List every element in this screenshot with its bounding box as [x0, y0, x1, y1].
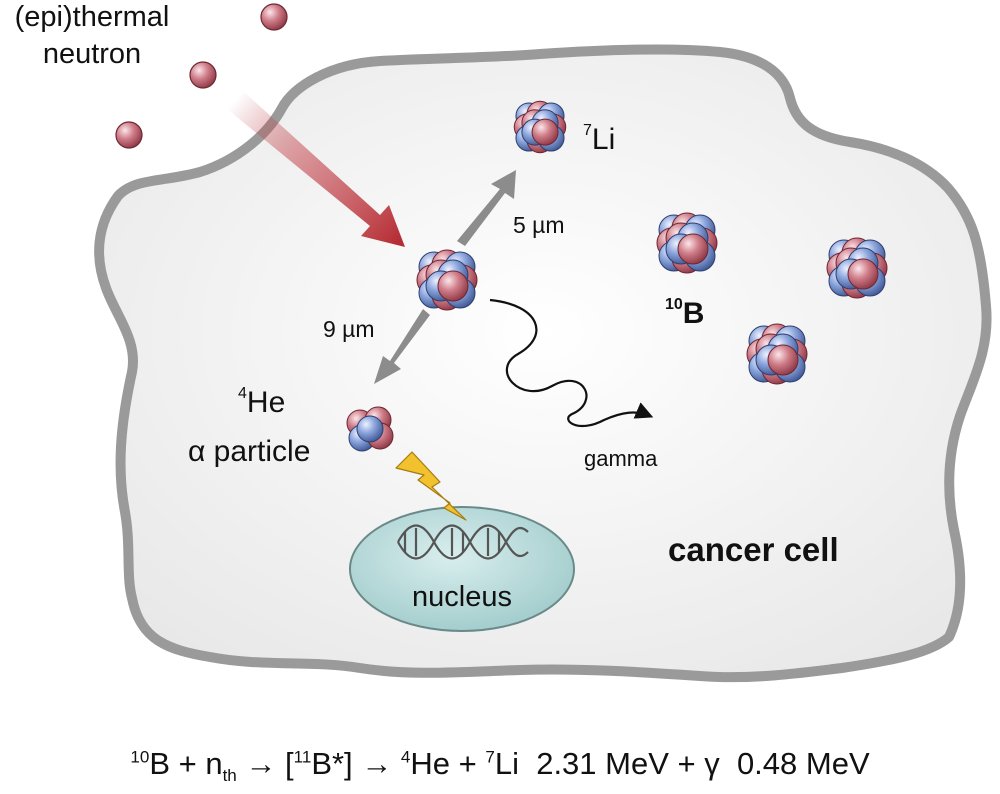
- helium-label: 4He: [238, 385, 285, 419]
- cancer-cell-label: cancer cell: [668, 531, 839, 568]
- nucleus-label: nucleus: [412, 581, 512, 613]
- alpha-particle-label: α particle: [188, 435, 310, 468]
- eq-he-mass: 4: [400, 747, 411, 767]
- gamma-label: gamma: [584, 446, 658, 471]
- proton-sphere: [677, 233, 709, 265]
- boron-symbol: B: [683, 297, 705, 330]
- eq-b11-text: B*] →: [311, 746, 401, 781]
- eq-arrow1: → [: [236, 746, 294, 781]
- helium-mass-number: 4: [238, 385, 247, 402]
- lithium-symbol: Li: [592, 123, 615, 156]
- alpha-range-label: 9 µm: [323, 316, 375, 342]
- cancer-cell-membrane: [94, 44, 992, 683]
- free-neutron-sphere: [115, 121, 143, 149]
- boron-nucleus: [826, 237, 888, 299]
- lithium-mass-number: 7: [583, 122, 592, 139]
- boron-nucleus-reacting: [416, 249, 478, 311]
- boron-label: 10B: [665, 296, 704, 330]
- neutron-label-line2: neutron: [43, 38, 141, 70]
- eq-li-text: Li 2.31 MeV + γ 0.48 MeV: [494, 746, 870, 781]
- free-neutron-sphere: [260, 3, 288, 31]
- alpha-track-arrow: [374, 309, 430, 384]
- eq-he-text: He +: [410, 746, 486, 781]
- free-neutrons: [115, 3, 288, 149]
- eq-b11-mass: 11: [293, 747, 312, 767]
- boron-nucleus: [656, 212, 718, 274]
- lithium-track-arrow: [457, 170, 516, 246]
- lightning-bolt-icon: [395, 451, 467, 521]
- free-neutron-sphere: [189, 61, 217, 89]
- lithium-range-label: 5 µm: [513, 212, 565, 238]
- eq-li-mass: 7: [485, 747, 495, 767]
- lithium-nucleus: [513, 100, 567, 154]
- helium-alpha-nucleus: [346, 406, 394, 452]
- nuclear-reaction-equation: 10B + nth → [11B*] → 4He + 7Li 2.31 MeV …: [0, 746, 1000, 786]
- boron-mass-number: 10: [665, 296, 683, 313]
- proton-sphere: [767, 344, 799, 376]
- neutron-label-line1: (epi)thermal: [15, 1, 170, 33]
- dna-icon: [397, 524, 529, 560]
- eq-b10-mass: 10: [130, 747, 150, 767]
- gamma-wave-icon: [489, 298, 654, 428]
- helium-symbol: He: [247, 386, 285, 419]
- neutron-sphere: [356, 415, 384, 443]
- eq-nth-sub: th: [222, 766, 237, 786]
- proton-sphere: [847, 258, 879, 290]
- proton-sphere: [531, 118, 559, 146]
- lithium-label: 7Li: [583, 122, 615, 156]
- eq-b10-text: B + n: [149, 746, 223, 781]
- incoming-neutron-arrow: [227, 91, 405, 247]
- proton-sphere: [437, 270, 469, 302]
- boron-nucleus: [746, 323, 808, 385]
